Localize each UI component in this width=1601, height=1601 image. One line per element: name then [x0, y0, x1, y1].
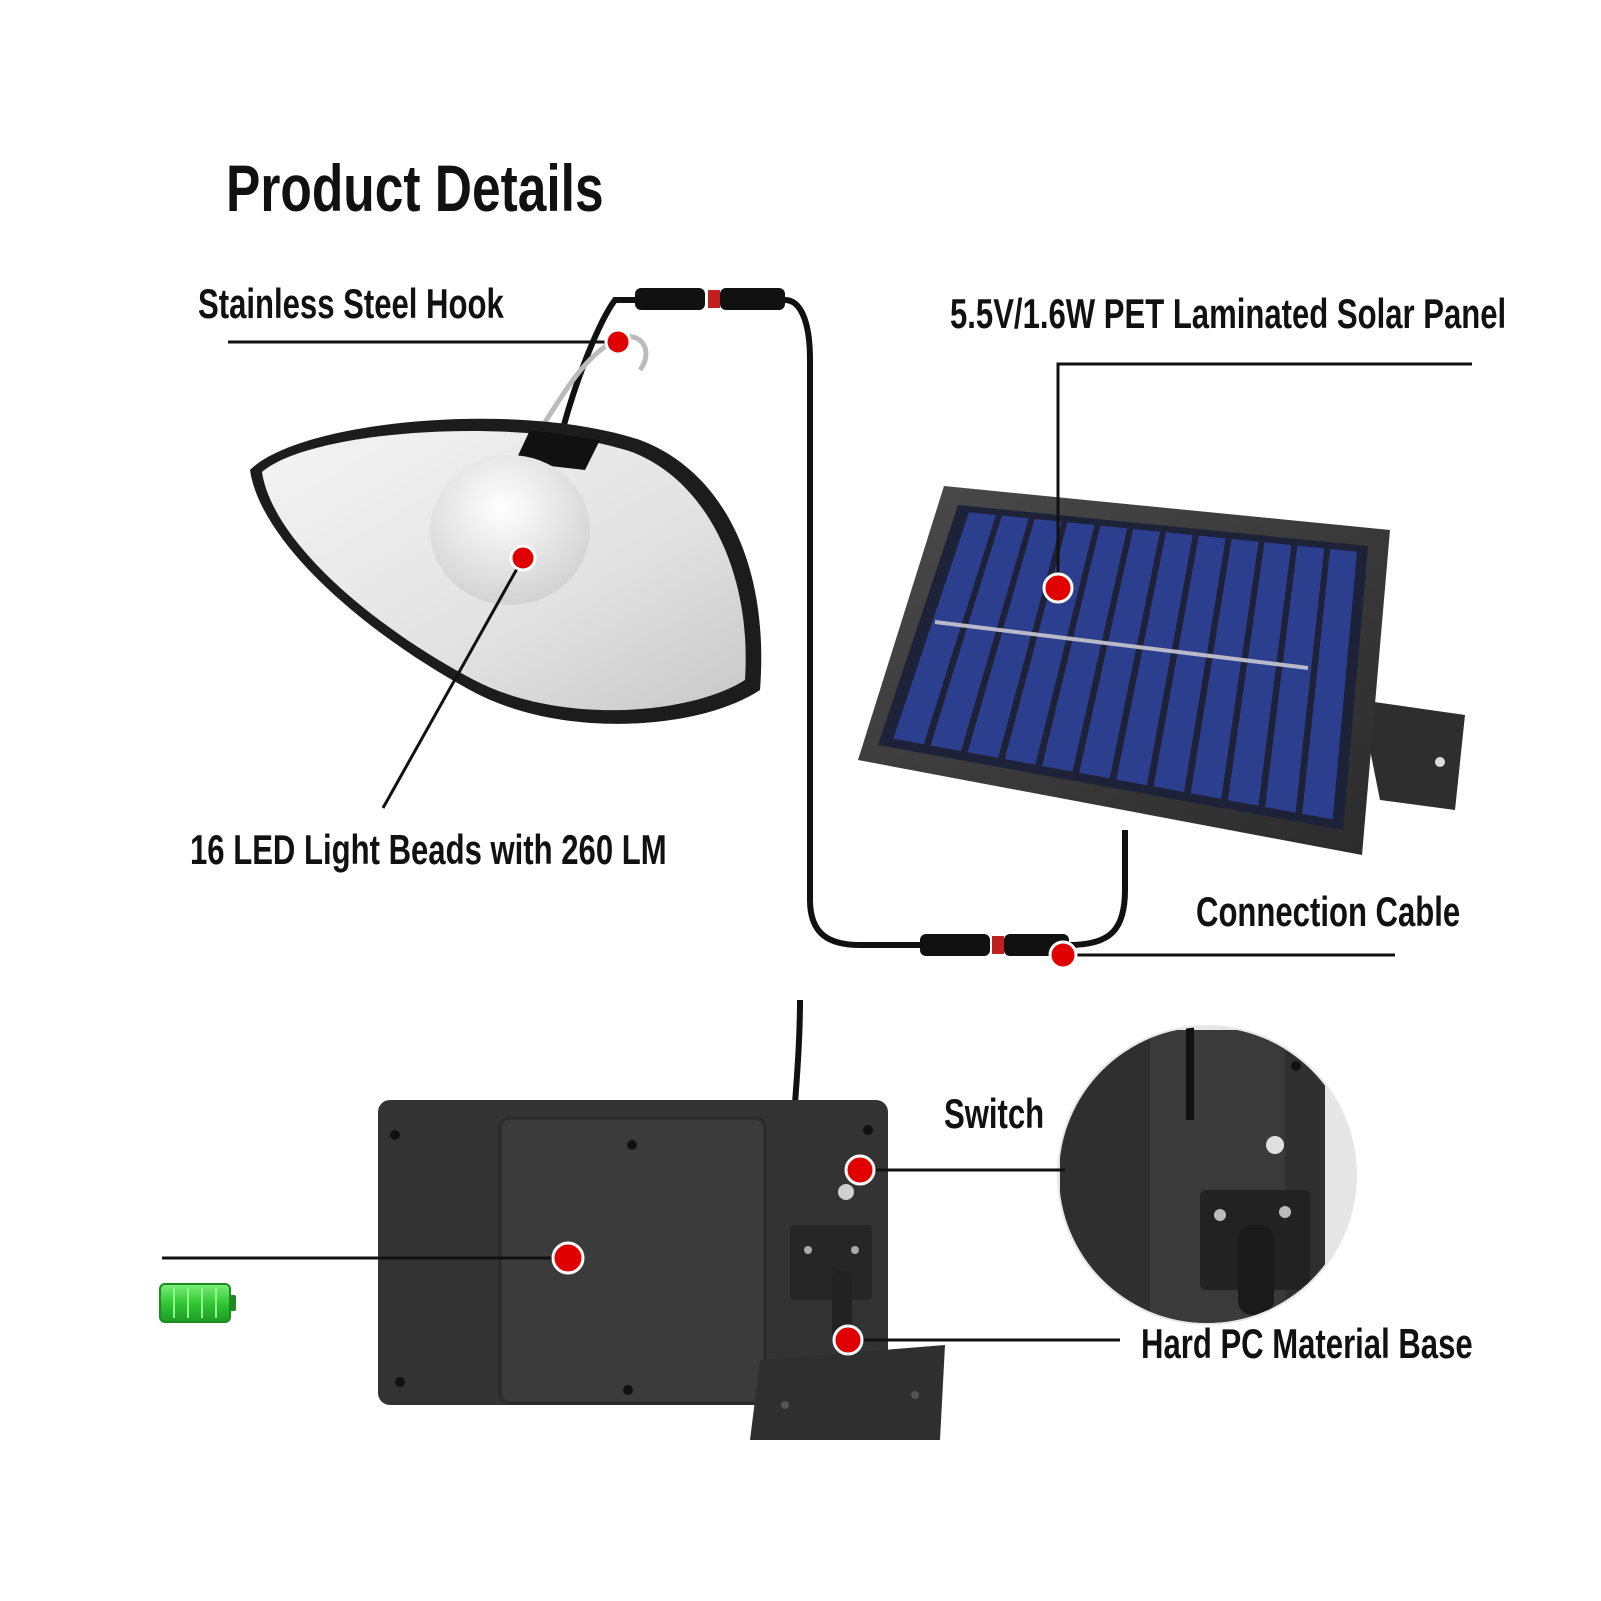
connector-male	[635, 288, 705, 310]
switch-zoom-view	[1057, 1025, 1357, 1325]
base-plate	[750, 1345, 945, 1440]
connector-ring	[708, 290, 720, 308]
connector-female	[720, 288, 785, 310]
leader-lines	[162, 340, 1472, 1342]
marker-base	[832, 1324, 864, 1356]
callout-label-connection-cable: Connection Cable	[1196, 888, 1461, 935]
battery-icon	[159, 1283, 236, 1323]
screw	[623, 1385, 633, 1395]
solar-cell-strip	[930, 515, 1029, 752]
screw	[395, 1377, 405, 1387]
marker-hook	[604, 328, 632, 356]
switch-button-zoom	[1266, 1136, 1284, 1154]
bracket-hole	[1435, 757, 1445, 767]
switch-button	[838, 1184, 854, 1200]
screw	[390, 1130, 400, 1140]
solar-cell-strip	[1265, 545, 1325, 813]
callout-label-base: Hard PC Material Base	[1141, 1320, 1473, 1367]
solar-cell-strip	[1116, 532, 1193, 786]
battery-compartment	[498, 1116, 767, 1405]
connection-cable	[784, 297, 920, 948]
screw	[863, 1125, 873, 1135]
marker-panel	[1042, 572, 1074, 604]
solar-cell-strip	[1190, 538, 1259, 799]
solar-cell-strip	[967, 518, 1062, 758]
callout-label-hook: Stainless Steel Hook	[198, 280, 504, 327]
marker-battery	[551, 1241, 585, 1275]
panel-bracket	[1360, 700, 1465, 810]
pendant-lamp	[250, 288, 785, 724]
marker-switch	[844, 1154, 876, 1186]
callout-label-led-beads: 16 LED Light Beads with 260 LM	[190, 826, 667, 873]
hinge-arm	[832, 1270, 852, 1340]
callout-label-solar-panel: 5.5V/1.6W PET Laminated Solar Panel	[950, 290, 1507, 337]
marker-cable	[1048, 940, 1078, 970]
callout-markers	[509, 328, 1078, 1356]
solar-panel	[858, 486, 1465, 855]
solar-cell-strip	[1042, 525, 1128, 772]
panel-busbar	[934, 620, 1309, 670]
panel-cable	[1068, 830, 1128, 948]
lamp-cable	[557, 297, 640, 441]
page-title: Product Details	[226, 151, 604, 225]
screw	[627, 1140, 637, 1150]
solar-cell-strip	[1227, 542, 1292, 806]
cable-connector-male	[920, 934, 990, 956]
cable-connector-ring	[992, 936, 1004, 954]
solar-cell-strip	[893, 512, 996, 745]
marker-led	[509, 544, 537, 572]
hinge-block	[790, 1225, 872, 1300]
solar-cell-strip	[1153, 535, 1226, 793]
solar-cell-strip	[1302, 548, 1358, 820]
panel-back-view	[378, 999, 945, 1440]
callout-label-switch: Switch	[944, 1090, 1045, 1137]
solar-cell-strip	[1079, 528, 1161, 779]
led-bulb	[430, 455, 590, 605]
